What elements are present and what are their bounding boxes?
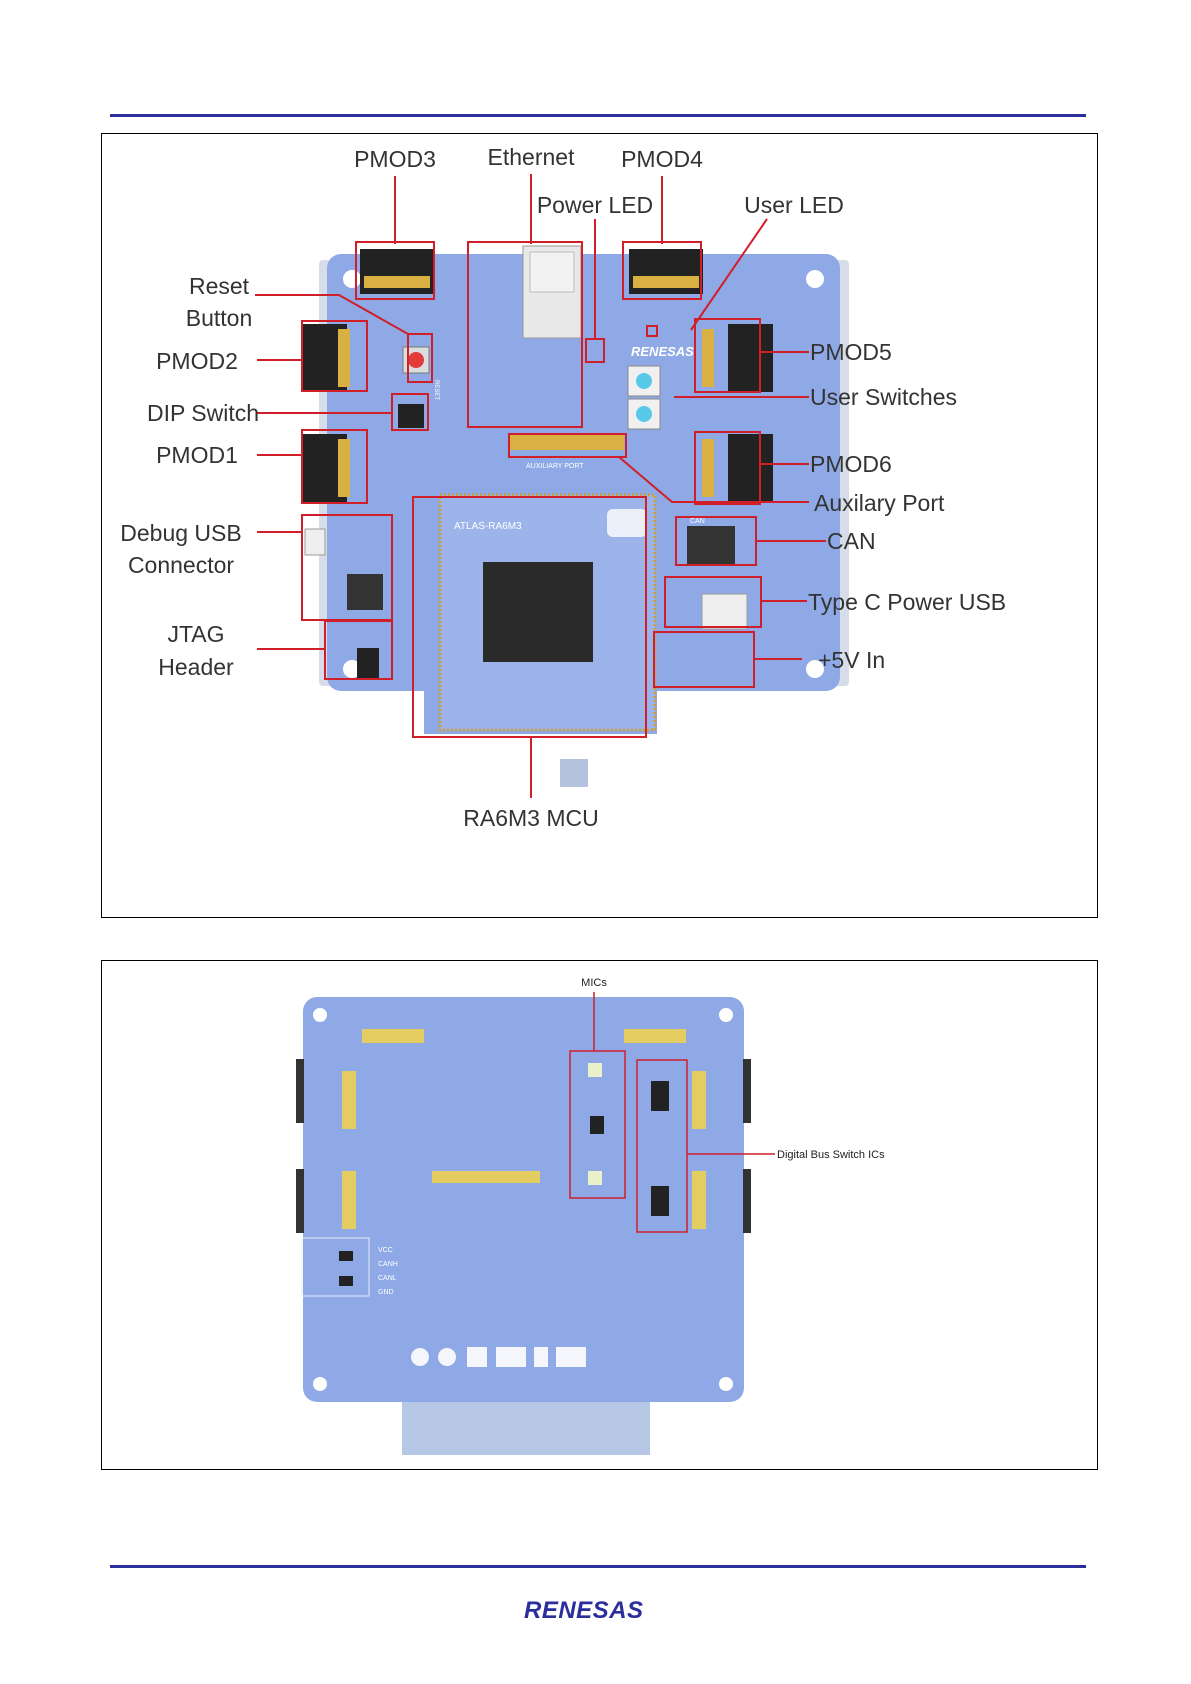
label-type-c-power-usb: Type C Power USB: [808, 589, 1006, 615]
label-digital-bus-switch-ics: Digital Bus Switch ICs: [777, 1149, 885, 1161]
label-debug-usb-1: Debug USB: [120, 520, 241, 546]
label-dip-switch: DIP Switch: [147, 400, 259, 426]
can-pin-gnd: GND: [378, 1289, 394, 1296]
label-pmod3: PMOD3: [354, 146, 436, 172]
can-pin-canl: CANL: [378, 1275, 397, 1282]
label-auxiliary-port: Auxilary Port: [814, 490, 945, 516]
label-jtag-2: Header: [158, 654, 234, 680]
bottom-figure-frame: VCC CANH CANL GND MICs Digital Bus Switc…: [101, 960, 1098, 1470]
label-5v-in: +5V In: [818, 647, 885, 673]
label-reset-button-1: Reset: [189, 273, 250, 299]
label-pmod5: PMOD5: [810, 339, 892, 365]
label-ethernet: Ethernet: [488, 144, 576, 170]
label-jtag-1: JTAG: [167, 621, 224, 647]
label-pmod2: PMOD2: [156, 348, 238, 374]
label-pmod4: PMOD4: [621, 146, 703, 172]
label-user-switches: User Switches: [810, 384, 957, 410]
reset-silkscreen: RESET: [433, 380, 439, 400]
label-pmod6: PMOD6: [810, 451, 892, 477]
label-power-led: Power LED: [537, 192, 653, 218]
renesas-logo: RENESAS: [522, 1595, 670, 1625]
top-figure-frame: ATLAS-RA6M3 RENESAS AUXILIARY PORT CAN R: [101, 133, 1098, 918]
bottom-board-figure: VCC CANH CANL GND MICs Digital Bus Switc…: [102, 961, 1099, 1471]
reset-button-icon: [408, 352, 424, 368]
board-name-silkscreen: ATLAS-RA6M3: [454, 521, 522, 532]
top-board-figure: ATLAS-RA6M3 RENESAS AUXILIARY PORT CAN R: [102, 134, 1099, 919]
label-user-led: User LED: [744, 192, 844, 218]
bottom-board-pcb: [303, 997, 744, 1402]
label-mcu: RA6M3 MCU: [463, 805, 598, 831]
svg-text:RENESAS: RENESAS: [524, 1597, 644, 1624]
can-pin-vcc: VCC: [378, 1247, 393, 1254]
footer-rule: [110, 1565, 1086, 1568]
mcu-chip-icon: [483, 562, 593, 662]
aux-port-silkscreen: AUXILIARY PORT: [526, 463, 584, 470]
label-reset-button-2: Button: [186, 305, 253, 331]
board-brand-silkscreen: RENESAS: [631, 344, 694, 359]
can-silkscreen: CAN: [690, 518, 705, 525]
can-pin-canh: CANH: [378, 1261, 398, 1268]
label-mics: MICs: [581, 977, 607, 989]
label-debug-usb-2: Connector: [128, 552, 234, 578]
header-rule: [110, 114, 1086, 117]
label-can: CAN: [827, 528, 876, 554]
label-pmod1: PMOD1: [156, 442, 238, 468]
